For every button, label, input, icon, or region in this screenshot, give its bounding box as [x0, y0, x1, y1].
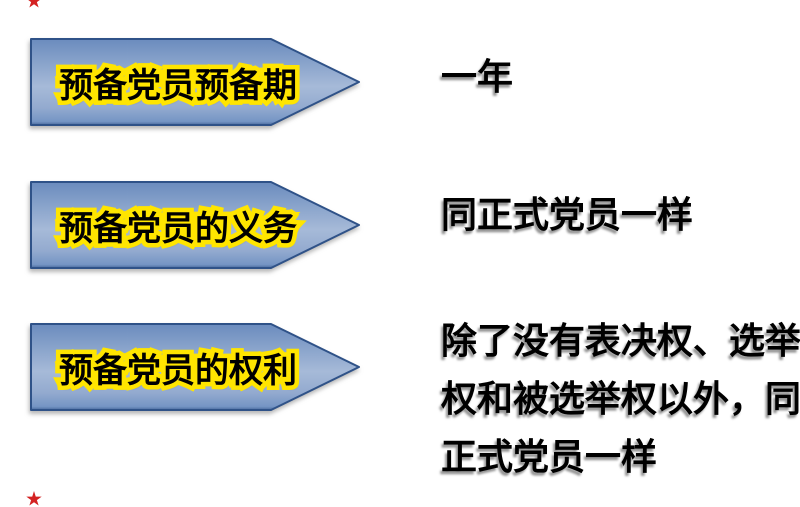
arrow-label-probation-period: 预备党员预备期 预备党员预备期	[30, 40, 326, 124]
arrow-label-outline: 预备党员的权利	[55, 347, 302, 394]
arrow-shape-icon	[30, 38, 360, 126]
diagram-row-probation-period: 预备党员预备期 预备党员预备期	[30, 38, 360, 126]
arrow-label-rights: 预备党员的权利 预备党员的权利	[30, 325, 326, 409]
arrow-label-outline: 预备党员的义务	[55, 205, 302, 252]
arrow-shape-icon	[30, 323, 360, 411]
arrow-label-text: 预备党员的义务	[59, 209, 297, 248]
value-line: 除了没有表决权、选举	[441, 320, 800, 361]
diagram-row-rights: 预备党员的权利 预备党员的权利	[30, 323, 360, 411]
value-line: 正式党员一样	[441, 436, 658, 477]
red-star-fragment-icon	[26, 491, 42, 506]
arrow-shape-icon	[30, 181, 360, 269]
value-rights: 除了没有表决权、选举 权和被选举权以外，同 正式党员一样	[441, 312, 800, 486]
arrow-label-obligations: 预备党员的义务 预备党员的义务	[30, 183, 326, 267]
arrow-label-outline: 预备党员预备期	[55, 62, 302, 109]
value-obligations: 同正式党员一样	[441, 186, 693, 244]
red-star-fragment-icon	[26, 0, 42, 8]
arrow-label-text: 预备党员的权利	[59, 351, 297, 390]
value-line: 权和被选举权以外，同	[441, 378, 800, 419]
arrow-label-text: 预备党员预备期	[59, 66, 297, 105]
value-line: 同正式党员一样	[441, 194, 694, 235]
diagram-row-obligations: 预备党员的义务 预备党员的义务	[30, 181, 360, 269]
value-probation-period: 一年	[441, 48, 513, 106]
value-line: 一年	[441, 56, 514, 97]
